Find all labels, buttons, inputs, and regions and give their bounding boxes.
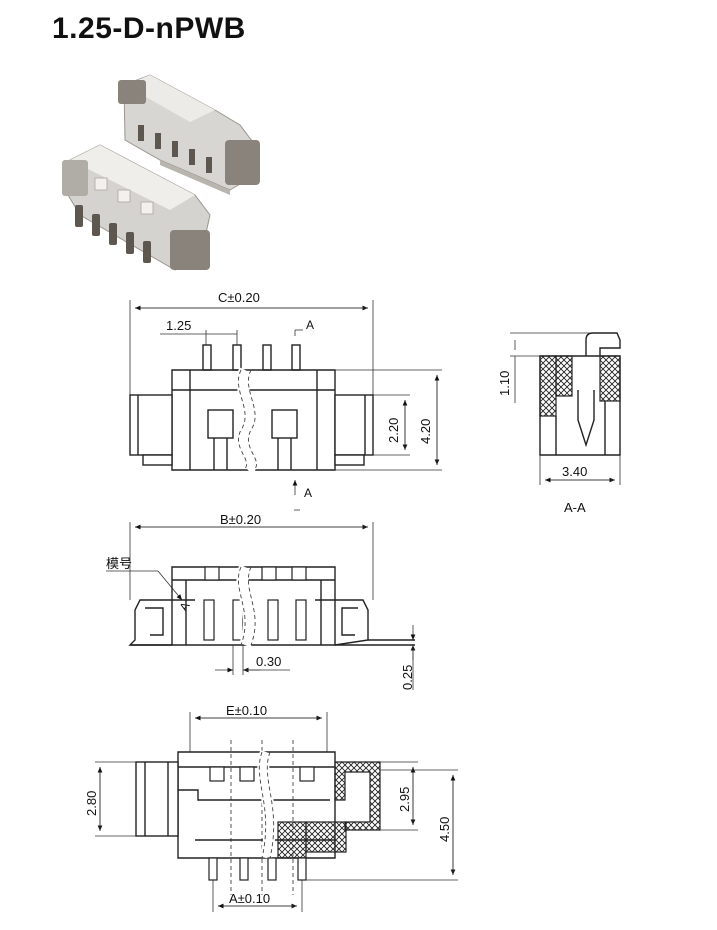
side-view: E±0.10 — [84, 703, 458, 912]
dim-220-label: 2.20 — [386, 418, 401, 443]
top-view: C±0.20 1.25 A — [129, 290, 442, 511]
dim-030-label: 0.30 — [256, 654, 281, 669]
front-view: B±0.20 模号 A — [106, 512, 416, 690]
dim-340-label: 3.40 — [562, 464, 587, 479]
section-marker-top: A — [306, 318, 314, 332]
dim-c-label: C±0.20 — [218, 290, 260, 305]
dim-110-label: 1.10 — [497, 371, 512, 396]
section-marker-bottom: A — [304, 486, 312, 500]
section-label: A-A — [564, 500, 586, 515]
dim-280-label: 2.80 — [84, 791, 99, 816]
dim-450-label: 4.50 — [437, 817, 452, 842]
mold-label: 模号 — [106, 556, 132, 571]
top-pins — [202, 344, 301, 371]
photo-connector-back — [118, 74, 260, 195]
page-title: 1.25-D-nPWB — [52, 12, 246, 45]
dim-025-label: 0.25 — [400, 665, 415, 690]
front-section-marker: A — [176, 600, 192, 614]
dim-pitch-label: 1.25 — [166, 318, 191, 333]
dim-295-label: 2.95 — [397, 787, 412, 812]
photo-connector-front — [62, 144, 211, 271]
product-photo — [62, 74, 260, 271]
dim-b-label: B±0.20 — [220, 512, 261, 527]
dim-a-label: A±0.10 — [229, 891, 270, 906]
section-view: 1.10 3.40 A-A — [497, 332, 621, 515]
dim-e-label: E±0.10 — [226, 703, 267, 718]
dim-420-label: 4.20 — [418, 419, 433, 444]
